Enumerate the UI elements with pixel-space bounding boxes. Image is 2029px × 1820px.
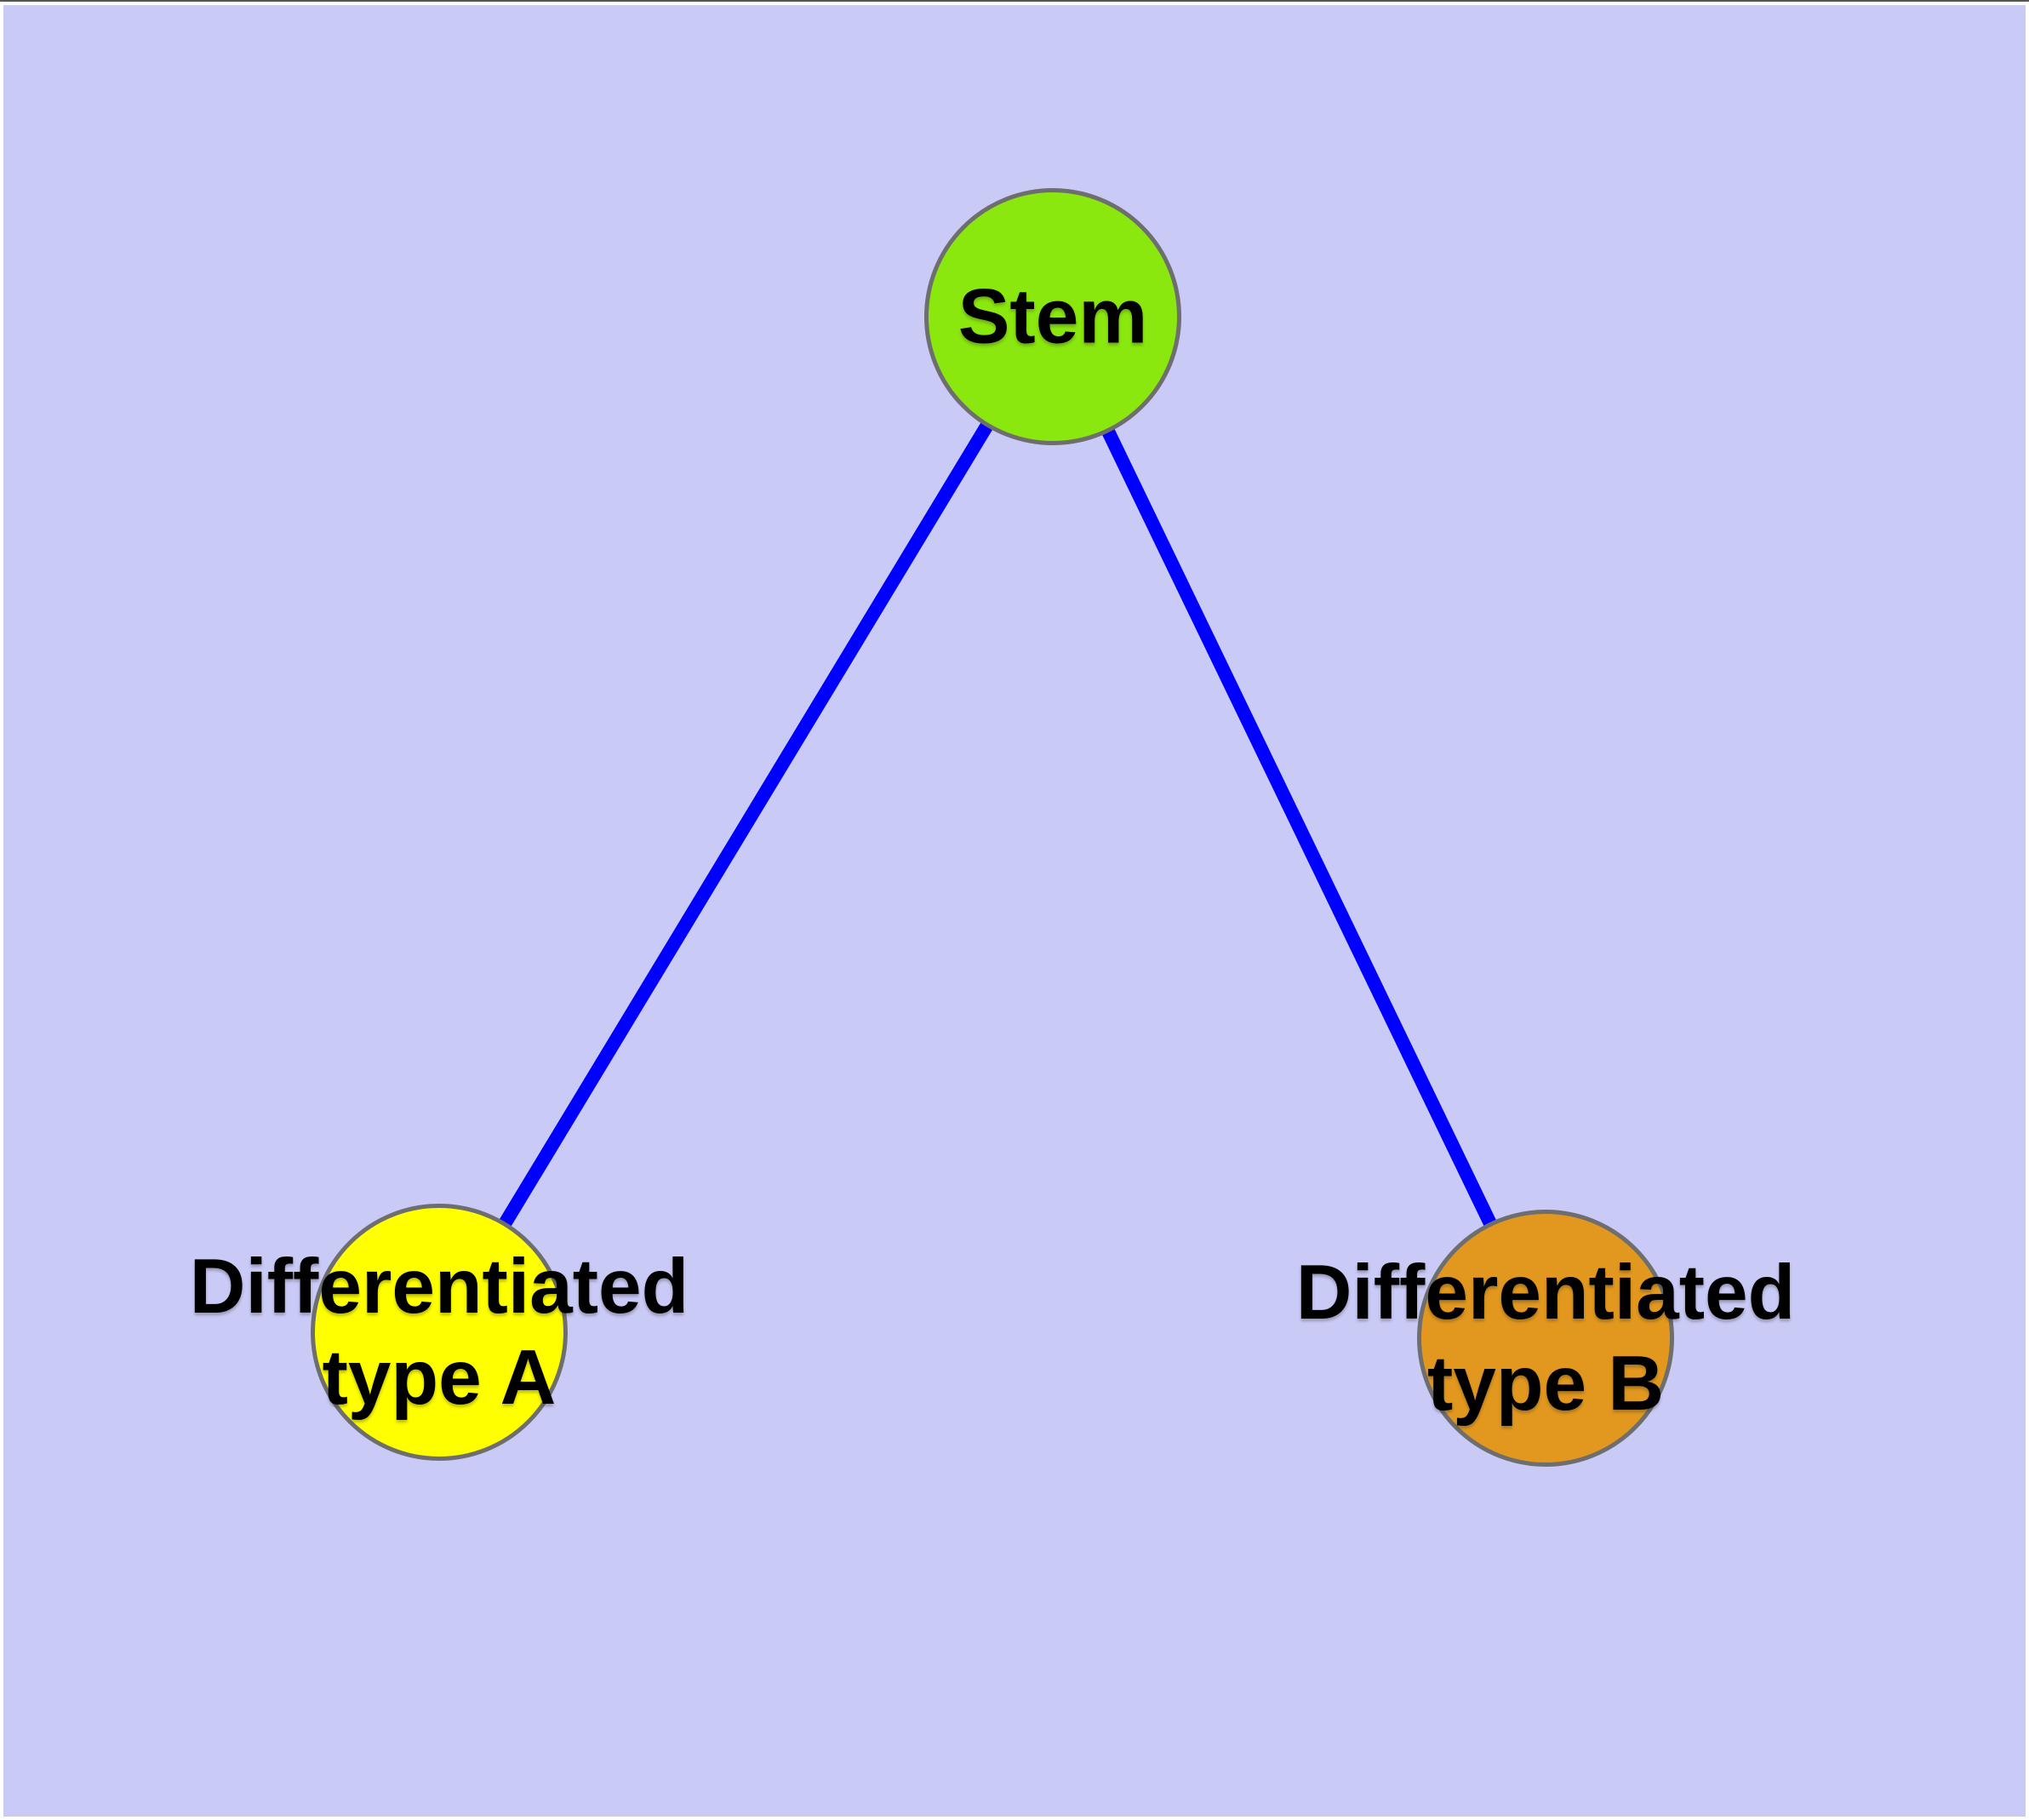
window-top-edge xyxy=(0,0,2029,2)
node-differentiated-type-a[interactable] xyxy=(311,1204,568,1461)
node-stem[interactable] xyxy=(924,188,1181,445)
edge-stem-to-differentiated-type-a[interactable] xyxy=(433,312,1059,1336)
node-differentiated-type-b[interactable] xyxy=(1417,1210,1674,1467)
edge-stem-to-differentiated-type-b[interactable] xyxy=(1046,313,1552,1342)
